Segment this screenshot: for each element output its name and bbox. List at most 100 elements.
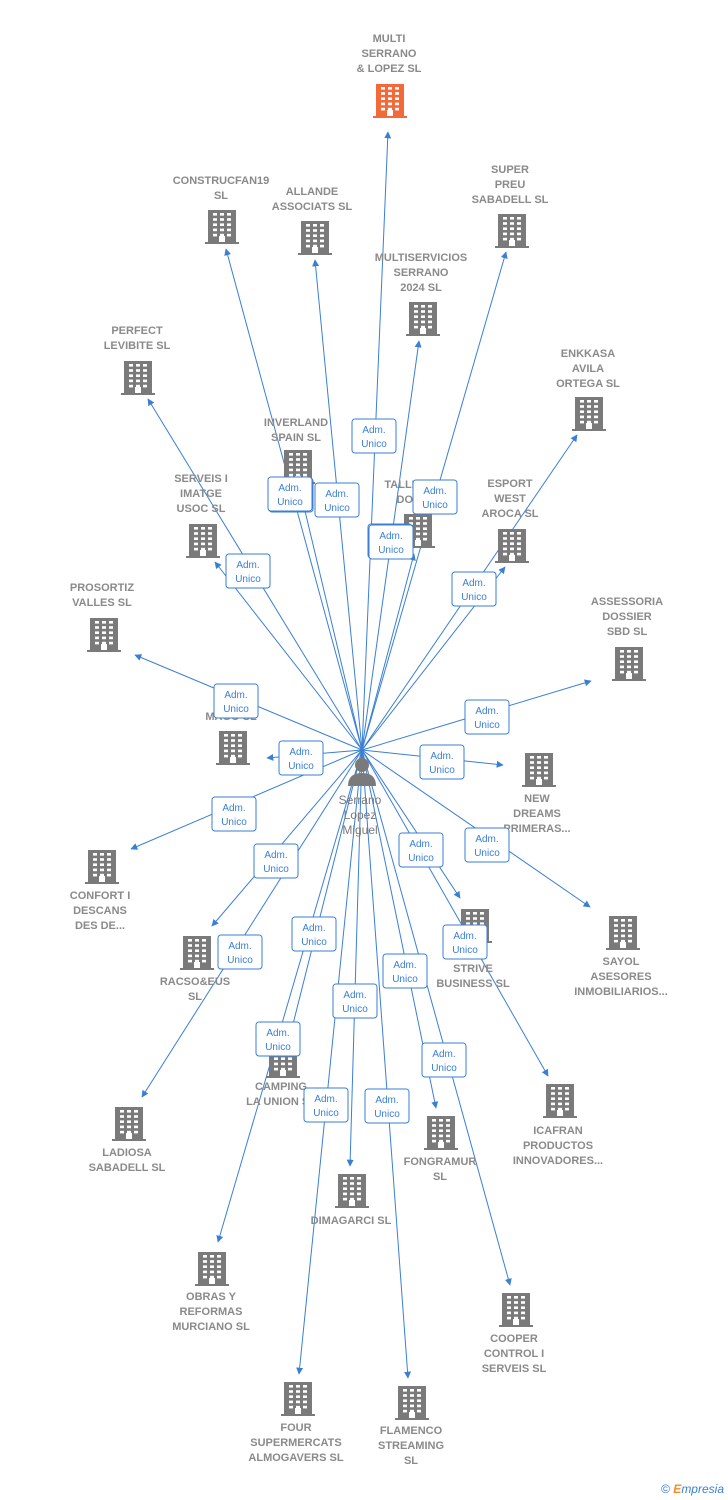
- copyright-symbol: ©: [661, 1482, 670, 1496]
- company-node-new-dreams[interactable]: NEWDREAMSPRIMERAS...: [503, 753, 571, 835]
- person-name-line-3: Miguel: [342, 823, 377, 837]
- edge-cooper: [361, 749, 512, 1286]
- person-icon: [348, 758, 376, 786]
- edge-dimagarci: [346, 749, 363, 1167]
- company-label-multiservicios-2: 2024 SL: [400, 282, 442, 294]
- role-label-line-2: Unico: [431, 1063, 457, 1074]
- role-badge: Adm.Unico: [442, 924, 488, 960]
- role-label-line-2: Unico: [374, 1109, 400, 1120]
- company-label-new-dreams-2: PRIMERAS...: [503, 823, 570, 835]
- role-label-line-2: Unico: [227, 955, 253, 966]
- role-label-line-1: Adm.: [430, 751, 453, 762]
- edge-flamenco: [361, 749, 412, 1379]
- person-name-line-2: Lopez: [344, 808, 377, 822]
- edge-obras: [216, 749, 363, 1243]
- company-label-esport-0: ESPORT: [487, 478, 533, 490]
- role-badge: Adm. Unico: [213, 683, 259, 719]
- company-label-assessoria-0: ASSESSORIA: [591, 596, 663, 608]
- building-icon: [606, 916, 640, 950]
- building-icon: [424, 1116, 458, 1150]
- company-label-super-preu-2: SABADELL SL: [472, 194, 549, 206]
- edge-racso: [211, 749, 363, 927]
- company-label-cooper-1: CONTROL I: [484, 1348, 544, 1360]
- role-badge: Adm.Unico: [217, 934, 263, 970]
- company-label-enkkasa-2: ORTEGA SL: [556, 378, 620, 390]
- company-label-esport-2: AROCA SL: [481, 508, 538, 520]
- company-label-allande-0: ALLANDE: [286, 186, 339, 198]
- role-badge: Adm.Unico: [451, 571, 497, 607]
- role-label-line-2: Unico: [313, 1108, 339, 1119]
- building-icon: [495, 214, 529, 248]
- building-icon: [186, 524, 220, 558]
- role-label-line-1: Adm.: [302, 923, 325, 934]
- role-label-line-2: Unico: [474, 848, 500, 859]
- role-label-line-1: Adm.: [222, 803, 245, 814]
- building-icon: [85, 850, 119, 884]
- company-label-confort-2: DES DE...: [75, 920, 125, 932]
- role-label-line-2: Unico: [324, 503, 350, 514]
- center-person[interactable]: Serrano Lopez Miguel: [339, 758, 382, 837]
- role-label-line-2: Unico: [223, 704, 249, 715]
- building-icon: [543, 1084, 577, 1118]
- role-badge: Adm.Unico: [419, 744, 465, 780]
- edge-strive: [361, 749, 461, 899]
- role-label-line-1: Adm.: [475, 834, 498, 845]
- company-label-assessoria-2: SBD SL: [607, 626, 648, 638]
- edge-icafran: [361, 749, 549, 1077]
- company-node-sayol[interactable]: SAYOLASESORESINMOBILIARIOS...: [574, 916, 668, 998]
- company-label-serveis-1: IMATGE: [180, 488, 222, 500]
- role-label-line-1: Adm.: [475, 706, 498, 717]
- role-label-line-2: Unico: [265, 1042, 291, 1053]
- building-icon: [395, 1386, 429, 1420]
- building-icon: [205, 210, 239, 244]
- company-label-sayol-2: INMOBILIARIOS...: [574, 986, 668, 998]
- role-label-line-2: Unico: [221, 817, 247, 828]
- footer-brand: © Empresia: [661, 1482, 724, 1496]
- building-icon: [298, 221, 332, 255]
- building-icon: [121, 361, 155, 395]
- company-node-dimagarci[interactable]: DIMAGARCI SL: [311, 1174, 392, 1227]
- building-icon: [495, 529, 529, 563]
- role-label-line-1: Adm.: [278, 483, 301, 494]
- company-label-new-dreams-1: DREAMS: [513, 808, 561, 820]
- role-label-line-2: Unico: [288, 761, 314, 772]
- building-icon: [216, 731, 250, 765]
- company-label-four-2: ALMOGAVERS SL: [248, 1452, 343, 1464]
- role-badge: Adm.Unico: [464, 699, 510, 735]
- role-label-line-1: Adm.: [266, 1028, 289, 1039]
- role-label-line-2: Unico: [452, 945, 478, 956]
- company-label-icafran-0: ICAFRAN: [533, 1125, 583, 1137]
- company-label-sayol-1: ASESORES: [590, 971, 651, 983]
- company-label-perfect-1: LEVIBITE SL: [104, 340, 171, 352]
- role-label-line-2: Unico: [408, 853, 434, 864]
- company-label-serveis-0: SERVEIS I: [174, 473, 228, 485]
- role-badge: Adm.Unico: [253, 843, 299, 879]
- role-label-line-1: Adm.: [224, 690, 247, 701]
- company-label-racso-0: RACSO&EUS: [160, 976, 230, 988]
- company-label-cooper-0: COOPER: [490, 1333, 538, 1345]
- building-icon: [572, 397, 606, 431]
- edge-four: [296, 749, 363, 1375]
- company-node-icafran[interactable]: ICAFRANPRODUCTOSINNOVADORES...: [513, 1084, 603, 1167]
